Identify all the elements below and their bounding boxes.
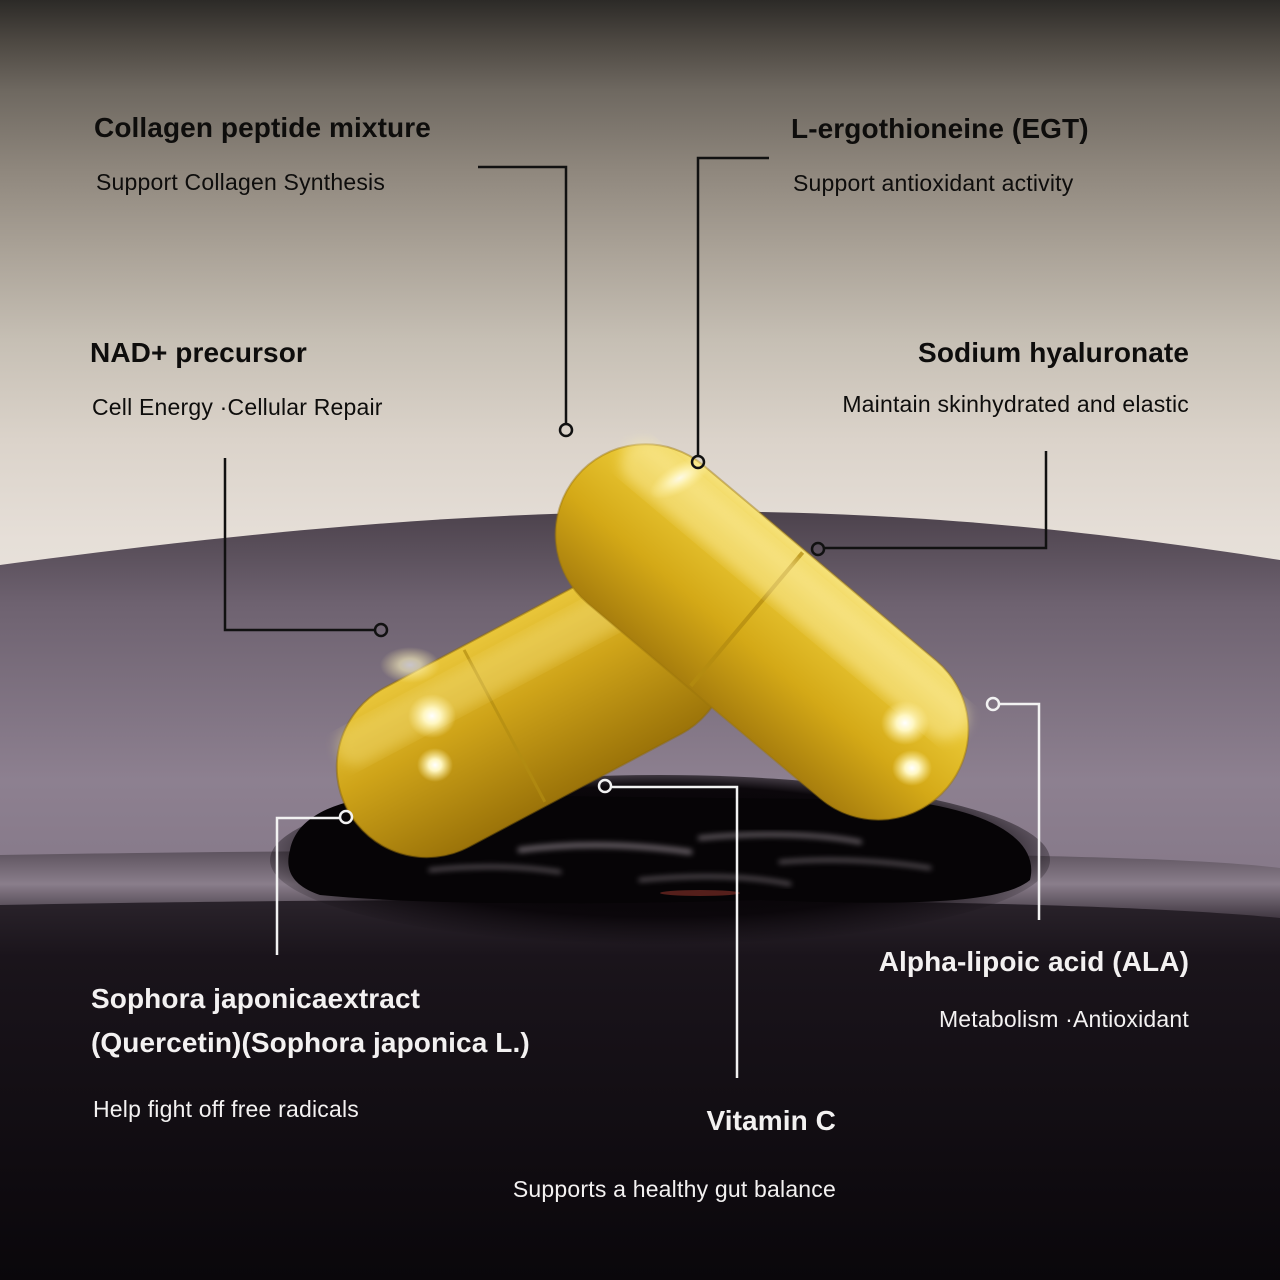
- ingredient-egt: L-ergothioneine (EGT) Support antioxidan…: [791, 107, 1089, 199]
- ingredient-ala: Alpha-lipoic acid (ALA) Metabolism ·Anti…: [879, 940, 1189, 1035]
- ingredient-title: Collagen peptide mixture: [94, 112, 431, 143]
- ingredient-description: Metabolism ·Antioxidant: [938, 1006, 1189, 1033]
- ingredient-nad: NAD+ precursor Cell Energy ·Cellular Rep…: [90, 331, 383, 423]
- ingredient-title: NAD+ precursor: [90, 337, 307, 368]
- ingredient-description: Support antioxidant activity: [793, 170, 1074, 197]
- ingredient-vitamin-c: Vitamin C Supports a healthy gut balance: [513, 1099, 836, 1205]
- ingredient-title-line1: Sophora japonicaextract: [91, 983, 421, 1014]
- ingredient-description: Help fight off free radicals: [93, 1096, 359, 1122]
- ingredient-description: Supports a healthy gut balance: [512, 1176, 836, 1203]
- ingredient-description: Support Collagen Synthesis: [96, 169, 386, 196]
- ingredient-hyaluronate: Sodium hyaluronate Maintain skinhydrated…: [842, 331, 1189, 420]
- capsule-front: [554, 440, 970, 821]
- ingredient-title: L-ergothioneine (EGT): [791, 113, 1089, 144]
- ingredient-title: Alpha-lipoic acid (ALA): [878, 946, 1189, 977]
- ingredient-title-line2: (Quercetin)(Sophora japonica L.): [91, 1027, 530, 1058]
- ingredient-title: Vitamin C: [706, 1105, 836, 1136]
- ingredient-title: Sodium hyaluronate: [918, 337, 1189, 368]
- ingredient-description: Cell Energy ·Cellular Repair: [92, 394, 383, 421]
- ingredient-sophora: Sophora japonicaextract (Quercetin)(Soph…: [91, 977, 530, 1125]
- ingredient-description: Maintain skinhydrated and elastic: [842, 391, 1189, 418]
- ingredient-collagen: Collagen peptide mixture Support Collage…: [94, 106, 431, 198]
